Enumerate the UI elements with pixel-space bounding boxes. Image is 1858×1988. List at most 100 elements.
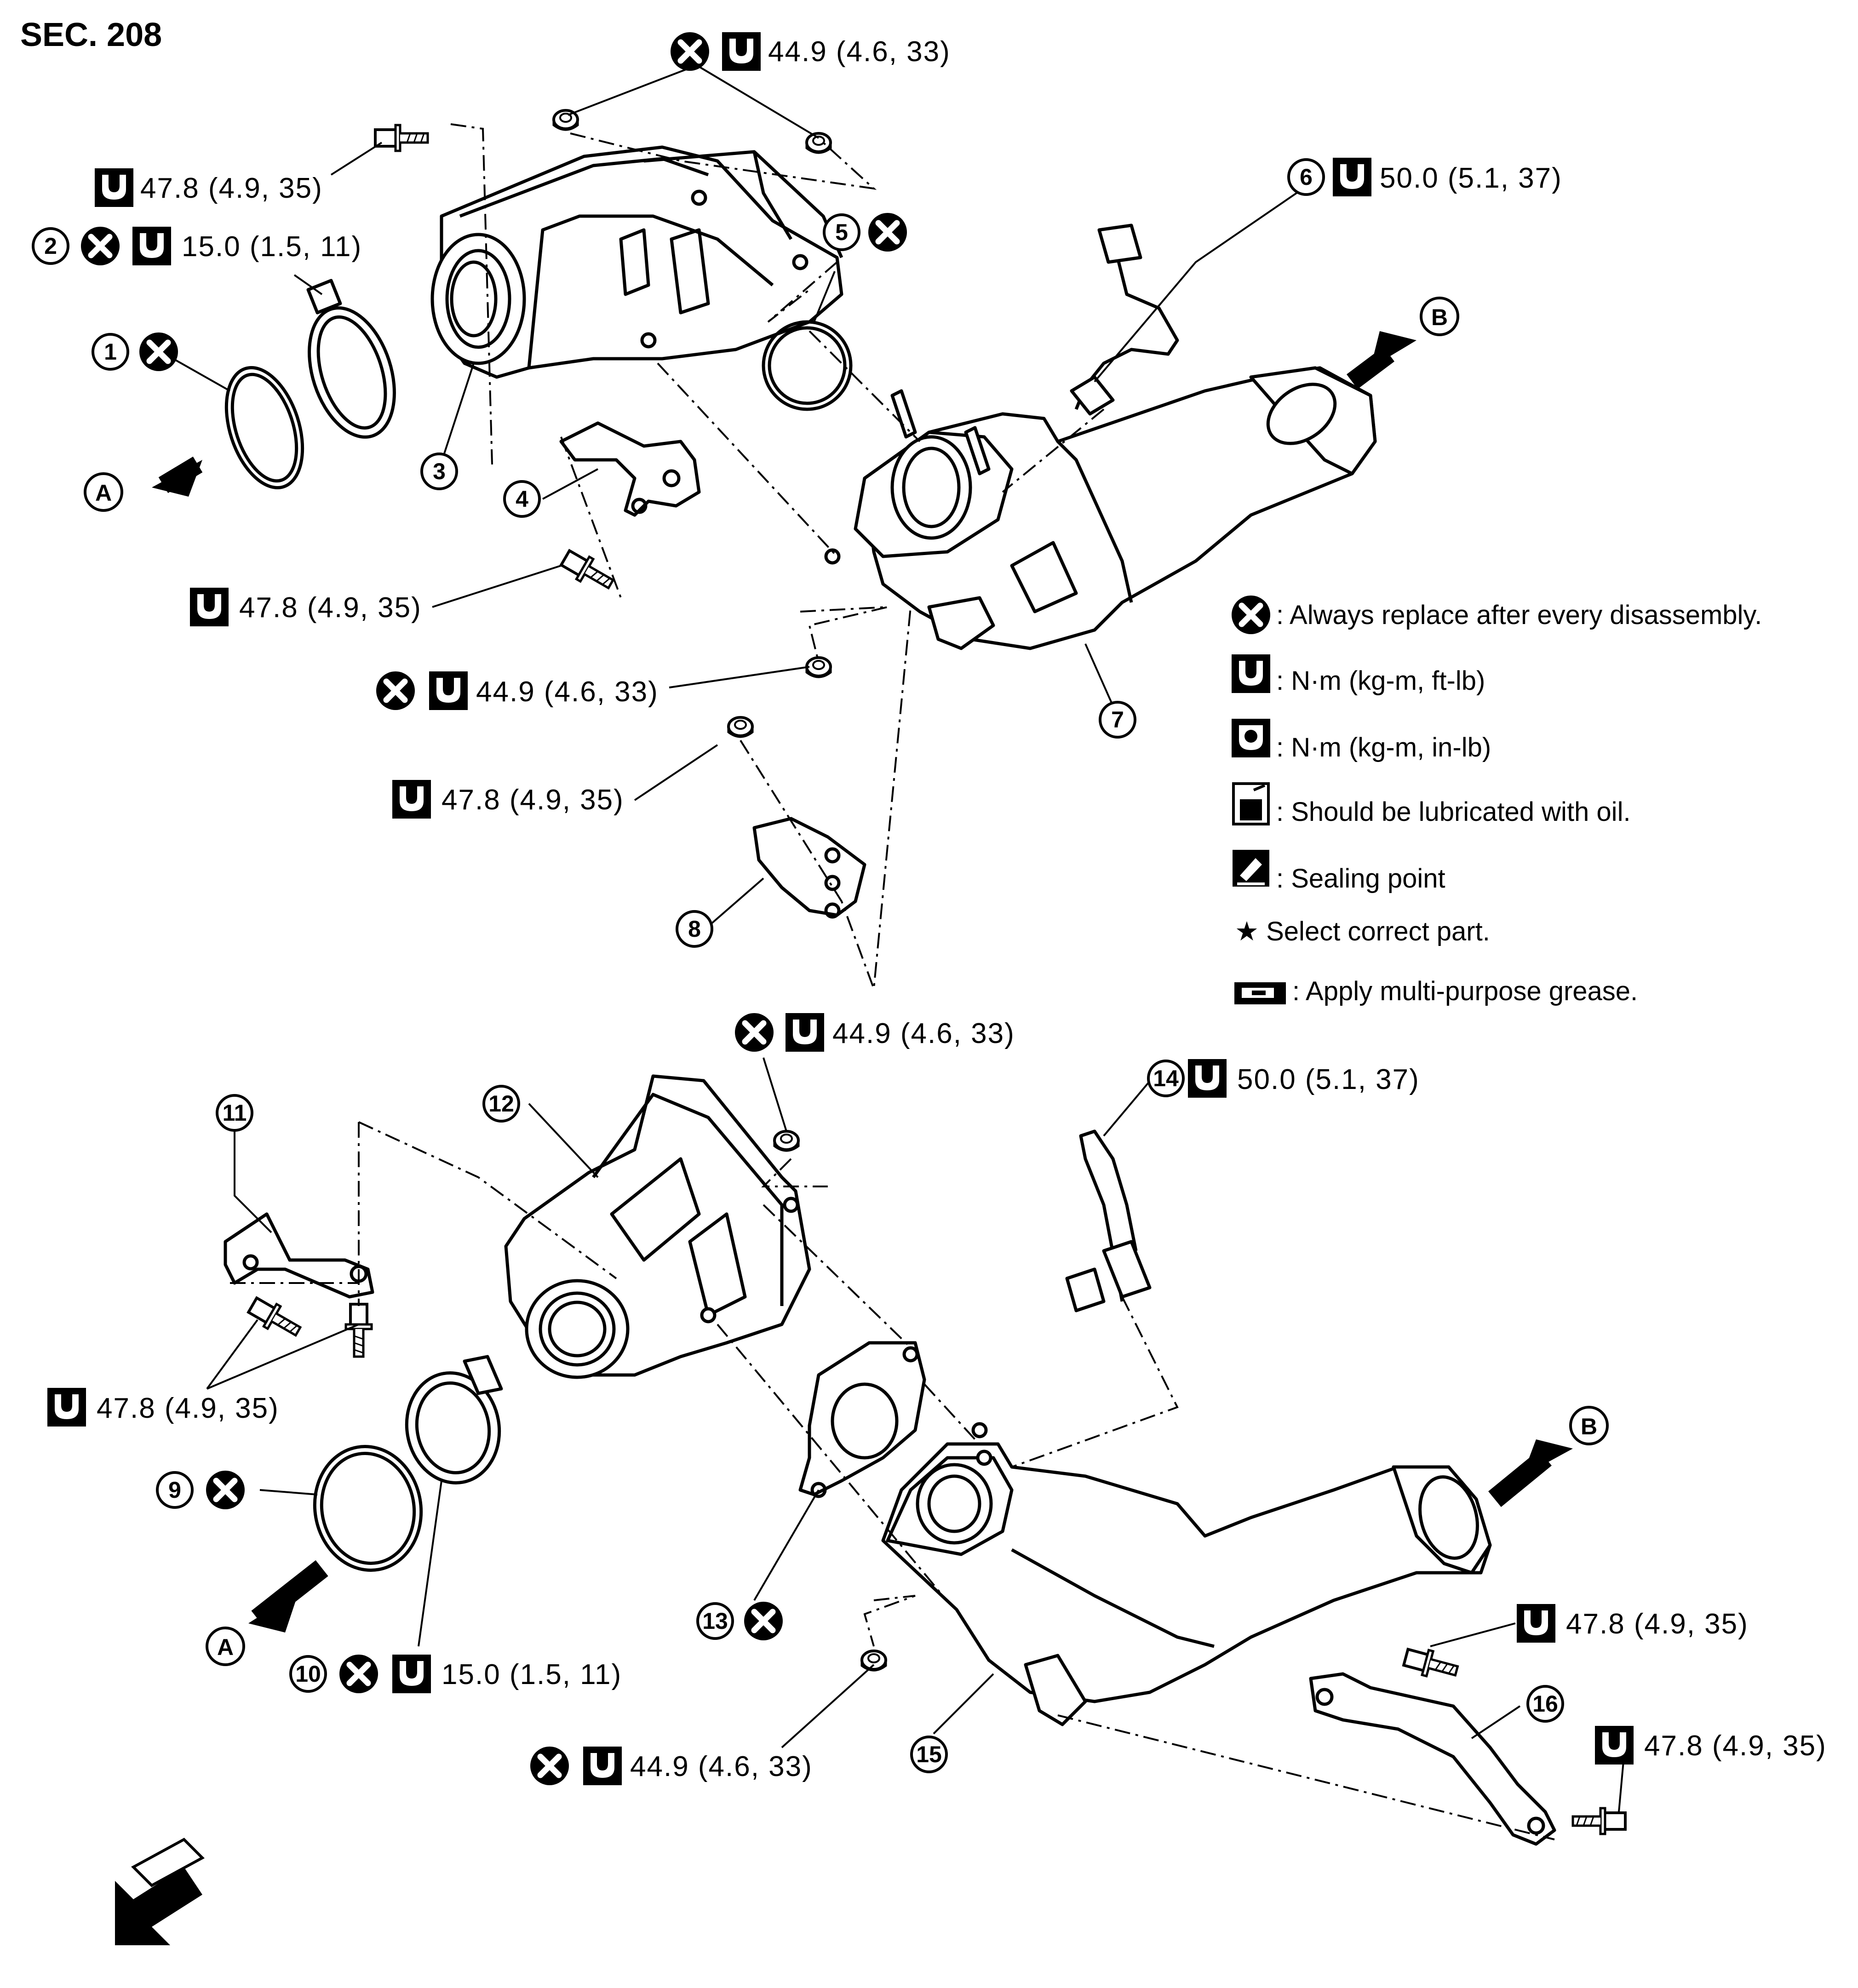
svg-text:2: 2 [44, 233, 57, 259]
replace-icon [206, 1471, 245, 1509]
callout-15: 15 [910, 1736, 948, 1773]
torque-wrench-icon [392, 780, 431, 819]
sensor-14-body [1102, 1240, 1152, 1299]
replace-icon [744, 1602, 783, 1640]
leader-lines [161, 64, 1624, 1812]
arrow-to-b-upper [1347, 331, 1416, 389]
arrow-to-a-upper [152, 456, 203, 497]
svg-text:3: 3 [433, 458, 446, 484]
letter-a-lower: A [206, 1627, 245, 1666]
front-arrow-icon [115, 1838, 205, 1945]
callout-13: 13 [696, 1602, 734, 1640]
torque-wrench-icon [392, 1655, 431, 1693]
bracket-11-bolt-b [346, 1304, 372, 1357]
upper-nut-right [807, 133, 831, 153]
callout-11: 11 [216, 1094, 253, 1132]
lower-bottom-nut [862, 1651, 886, 1670]
torque-bracket8-bolt: 47.8 (4.9, 35) [442, 784, 624, 816]
torque-bottom-nut: 44.9 (4.6, 33) [630, 1751, 813, 1782]
upper-bolt [375, 125, 428, 151]
torque-wrench-icon [1333, 158, 1371, 196]
torque-bracket11-bolts: 47.8 (4.9, 35) [97, 1392, 279, 1424]
replace-icon [671, 32, 709, 71]
torque-wrench-icon [1188, 1059, 1227, 1098]
torque-wrench-icon [786, 1013, 824, 1052]
callout-numbers: 1 2 3 4 5 6 7 8 9 10 11 12 13 14 15 16 [32, 158, 1564, 1773]
svg-text:6: 6 [1300, 164, 1313, 190]
svg-text:A: A [95, 480, 112, 506]
replace-icon [339, 1655, 378, 1693]
legend: : Always replace after every disassembly… [1232, 596, 1762, 1006]
clamp-2 [308, 306, 396, 439]
bracket-16-bolt-b [1573, 1808, 1625, 1834]
torque-bracket16-bolt-b: 47.8 (4.9, 35) [1644, 1730, 1827, 1762]
svg-text:A: A [217, 1634, 234, 1660]
callout-14: 14 [1147, 1060, 1185, 1097]
replace-icon [139, 332, 178, 371]
letter-b-upper: B [1420, 297, 1459, 336]
bracket-11-bolt-a [246, 1294, 304, 1342]
svg-text:1: 1 [104, 339, 117, 365]
torque-wrench-icon [47, 1388, 86, 1427]
replace-icon [735, 1013, 774, 1052]
replace-icon [81, 227, 120, 265]
svg-text:13: 13 [702, 1608, 728, 1634]
bracket-11 [224, 1212, 374, 1299]
torque-wrench-icon [429, 671, 468, 710]
callout-3: 3 [420, 453, 458, 490]
torque-wrench-icon [1517, 1604, 1555, 1643]
torque-lower-nut: 44.9 (4.6, 33) [832, 1018, 1015, 1049]
torque-upper-bolt: 47.8 (4.9, 35) [140, 172, 323, 204]
center-nut [807, 658, 831, 677]
upper-converter-assembly [224, 110, 1377, 989]
bracket-4 [559, 421, 701, 517]
bracket-16 [1309, 1672, 1556, 1846]
lower-top-nut [774, 1131, 798, 1151]
letter-b-lower: B [1569, 1406, 1609, 1445]
torque-wrench-icon [132, 227, 171, 265]
torque-wrench-icon [190, 588, 229, 626]
torque-wrench-icon [722, 32, 761, 71]
torque-sensor-upper: 50.0 (5.1, 37) [1380, 162, 1562, 194]
bracket-16-bolt-a [1403, 1645, 1460, 1684]
torque-wrench-icon [95, 168, 133, 207]
torque-sensor-lower: 50.0 (5.1, 37) [1237, 1064, 1420, 1095]
svg-text:5: 5 [835, 219, 848, 245]
arrow-to-a-lower [248, 1560, 328, 1633]
svg-text:16: 16 [1532, 1691, 1558, 1717]
torque-wrench-icon [583, 1747, 622, 1785]
svg-text:10: 10 [295, 1661, 321, 1687]
clamp-10 [405, 1371, 501, 1484]
replace-icon [530, 1747, 569, 1785]
torque-bracket4-bolt: 47.8 (4.9, 35) [239, 592, 422, 624]
sensor-14-wire [1079, 1129, 1138, 1302]
callout-1: 1 [92, 333, 129, 371]
legend-replace: : Always replace after every disassembly… [1276, 600, 1762, 630]
callout-5: 5 [823, 213, 860, 251]
torque-clamp-lower: 15.0 (1.5, 11) [442, 1659, 622, 1690]
replace-icon [376, 671, 415, 710]
torque-mid-nut: 44.9 (4.6, 33) [476, 676, 659, 708]
legend-oil: : Should be lubricated with oil. [1276, 797, 1631, 827]
section-title: SEC. 208 [20, 17, 162, 53]
legend-select: ★ Select correct part. [1235, 917, 1490, 946]
gasket-5 [762, 320, 853, 411]
callout-7: 7 [1099, 701, 1136, 739]
torque-wrench-icon [1595, 1726, 1634, 1765]
legend-nm-ft: : N·m (kg-m, ft-lb) [1276, 666, 1485, 696]
grease-icon [1234, 982, 1286, 1004]
svg-text:4: 4 [516, 486, 528, 512]
torque-wrench-in-lb-icon [1232, 719, 1270, 757]
arrow-to-b-lower [1488, 1439, 1573, 1507]
legend-seal: : Sealing point [1276, 864, 1445, 894]
sensor-6-connector [1097, 223, 1142, 264]
torque-bracket16-bolt-a: 47.8 (4.9, 35) [1566, 1608, 1749, 1640]
oil-can-icon [1233, 784, 1268, 824]
gasket-13 [798, 1341, 926, 1496]
lower-converter-assembly [224, 1074, 1625, 1846]
torque-top-nuts: 44.9 (4.6, 33) [768, 36, 951, 68]
torque-labels: 44.9 (4.6, 33) 47.8 (4.9, 35) 15.0 (1.5,… [47, 32, 1827, 1785]
legend-grease: : Apply multi-purpose grease. [1292, 976, 1638, 1006]
sensor-14-connector [1065, 1267, 1106, 1312]
